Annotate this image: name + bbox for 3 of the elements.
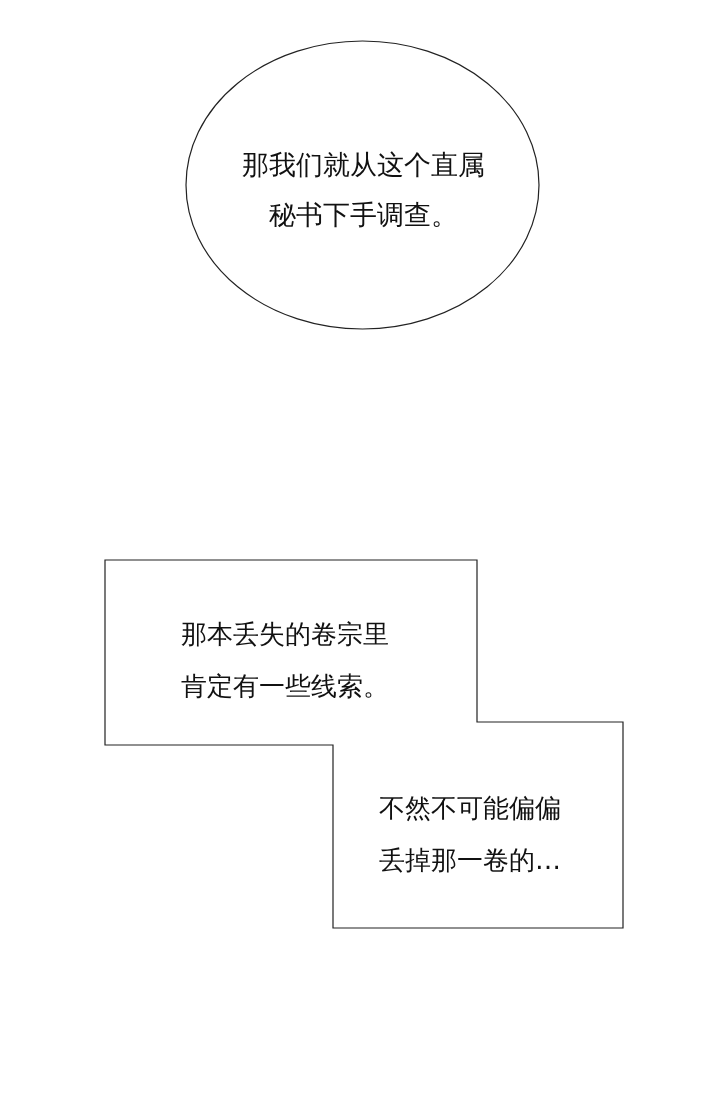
dialogue-text: 那我们就从这个直属秘书下手调查。 [240, 148, 486, 232]
dialogue-text: 那本丢失的卷宗里肯定有一些线索。 [181, 618, 390, 703]
dialogue-text: 不然不可能偏偏丢掉那一卷的… [379, 792, 562, 877]
